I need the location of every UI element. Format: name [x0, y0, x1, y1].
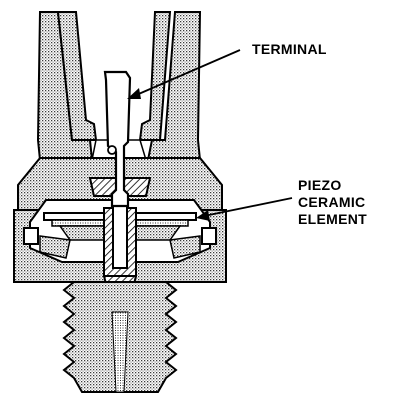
piezo-label-line2: CERAMIC: [298, 194, 365, 210]
connector-housing: [36, 11, 202, 161]
piezo-label-line3: ELEMENT: [298, 211, 367, 227]
terminal-label: TERMINAL: [252, 41, 327, 57]
threaded-stud: [62, 281, 178, 393]
terminal-pin: [103, 70, 132, 208]
piezo-label-line1: PIEZO: [298, 177, 342, 193]
terminal-leader-arrow: [127, 49, 241, 99]
piezo-leader-arrow: [196, 197, 293, 221]
